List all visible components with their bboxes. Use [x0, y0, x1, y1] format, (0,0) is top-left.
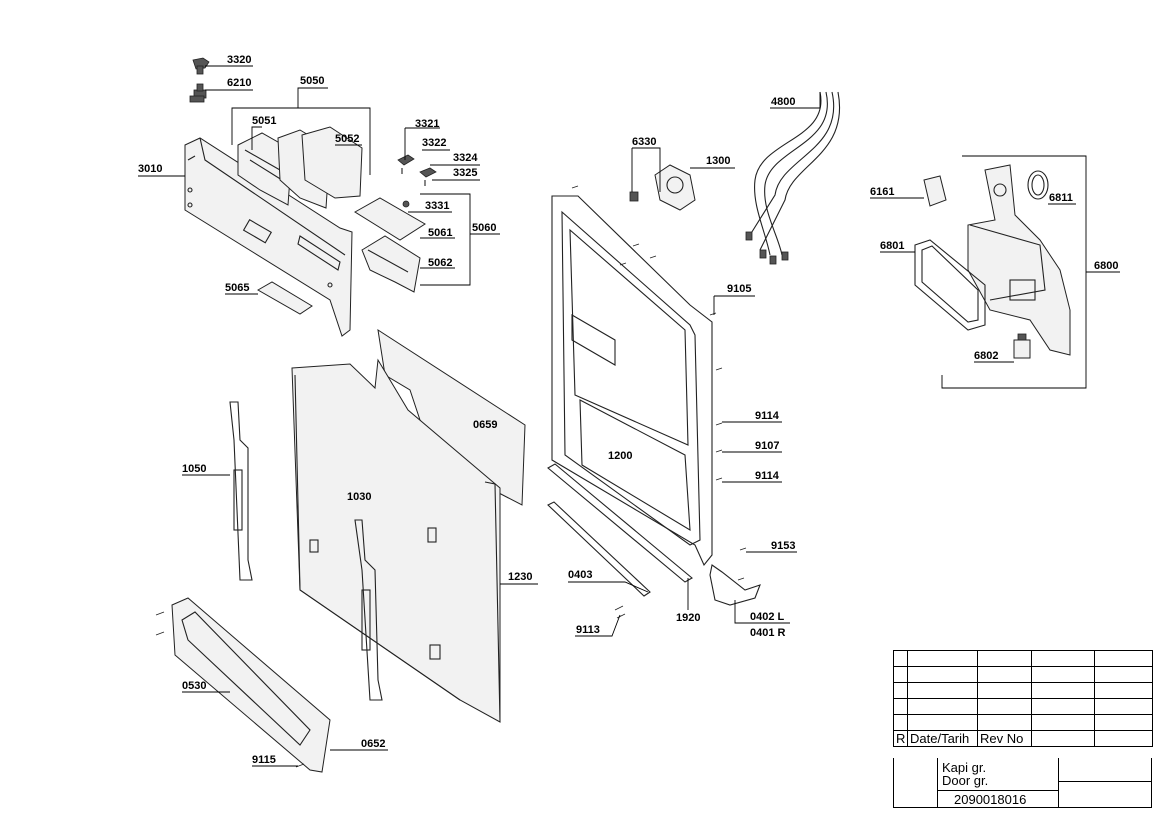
callout-3010: 3010: [138, 163, 162, 175]
group-name-tr: Kapi gr.: [942, 760, 987, 775]
cover-5065: [256, 281, 313, 315]
callout-0401-r: 0401 R: [750, 627, 786, 639]
callout-5062: 5062: [428, 257, 452, 269]
date-label: Date/Tarih: [907, 730, 978, 747]
knob-6210: [189, 83, 207, 103]
callout-6801: 6801: [880, 240, 904, 252]
callout-5051: 5051: [252, 115, 276, 127]
revision-row: [893, 650, 1153, 667]
callout-3324: 3324: [453, 152, 478, 164]
callout-6800: 6800: [1094, 260, 1118, 272]
callout-6802: 6802: [974, 350, 998, 362]
revision-table: R Date/Tarih Rev No: [893, 650, 1153, 747]
callout-9153: 9153: [771, 540, 795, 552]
board-5062: [361, 235, 421, 293]
revision-row: [893, 698, 1153, 715]
callout-9107: 9107: [755, 440, 779, 452]
callout-1300: 1300: [706, 155, 730, 167]
harness-4800: [745, 91, 841, 265]
callout-1050: 1050: [182, 463, 206, 475]
rev-label: Rev No: [977, 730, 1032, 747]
revision-row: [893, 714, 1153, 731]
callout-labels: 3320 6210 5050 5051 5052 3010 3321 3322 …: [138, 54, 1118, 766]
clip-6161: [923, 175, 947, 207]
leader-lines: [138, 65, 1120, 767]
callout-1200: 1200: [608, 450, 632, 462]
screws-inner-door: [571, 185, 747, 581]
callout-6210: 6210: [227, 77, 251, 89]
hinge-0401-0402: [709, 564, 761, 606]
callout-3331: 3331: [425, 200, 449, 212]
bracket-6800: [941, 155, 1087, 389]
drawing-number: 2090018016: [954, 792, 1027, 807]
callout-5052: 5052: [335, 133, 359, 145]
dispenser-6800: [967, 164, 1071, 356]
callout-1230: 1230: [508, 571, 532, 583]
ring-6811: [1027, 170, 1049, 200]
hinge-bracket-1050: [229, 401, 253, 581]
callout-6161: 6161: [870, 186, 894, 198]
seal-1920: [547, 463, 693, 583]
callout-5050: 5050: [300, 75, 324, 87]
callout-6330: 6330: [632, 136, 656, 148]
callout-9115: 9115: [252, 754, 276, 766]
callout-1030: 1030: [347, 491, 371, 503]
callout-9114-upper: 9114: [755, 410, 780, 422]
buttons-3321-3325: [397, 154, 437, 186]
callout-3325: 3325: [453, 167, 477, 179]
callout-1920: 1920: [676, 612, 700, 624]
r-label: R: [893, 730, 908, 747]
board-5061: [354, 197, 426, 241]
kick-panel-0652: [171, 597, 331, 773]
outer-panel-1030: [291, 358, 501, 723]
valve-6802: [1013, 333, 1031, 359]
callout-0530: 0530: [182, 680, 206, 692]
callout-0659: 0659: [473, 419, 497, 431]
callout-9113: 9113: [576, 624, 600, 636]
clip-6330: [629, 191, 639, 202]
callout-0402-l: 0402 L: [750, 611, 785, 623]
callout-9105: 9105: [727, 283, 751, 295]
panel-1300: [654, 164, 696, 211]
callout-5065: 5065: [225, 282, 249, 294]
callout-5060: 5060: [472, 222, 496, 234]
callout-9114-lower: 9114: [755, 470, 780, 482]
callout-0403: 0403: [568, 569, 592, 581]
revision-row: [893, 666, 1153, 683]
callout-6811: 6811: [1049, 192, 1073, 204]
screws-9113: [614, 605, 626, 619]
callout-5061: 5061: [428, 227, 452, 239]
callout-0652: 0652: [361, 738, 385, 750]
callout-4800: 4800: [771, 96, 795, 108]
title-block: R Date/Tarih Rev No Kapi gr. Door gr. 20…: [893, 650, 1153, 808]
revision-header-row: R Date/Tarih Rev No: [893, 730, 1153, 747]
inner-door-1200: [551, 195, 713, 567]
hinge-bracket-center: [354, 519, 383, 701]
strip-0403: [547, 501, 651, 597]
callout-3322: 3322: [422, 137, 446, 149]
control-panel-3010: [184, 137, 353, 337]
group-info-box: Kapi gr. Door gr. 2090018016: [893, 758, 1152, 808]
screws-kick-panel: [155, 611, 305, 768]
revision-row: [893, 682, 1153, 699]
callout-3320: 3320: [227, 54, 251, 66]
seal-6801: [914, 239, 986, 331]
callout-3321: 3321: [415, 118, 439, 130]
group-name-en: Door gr.: [942, 773, 989, 788]
